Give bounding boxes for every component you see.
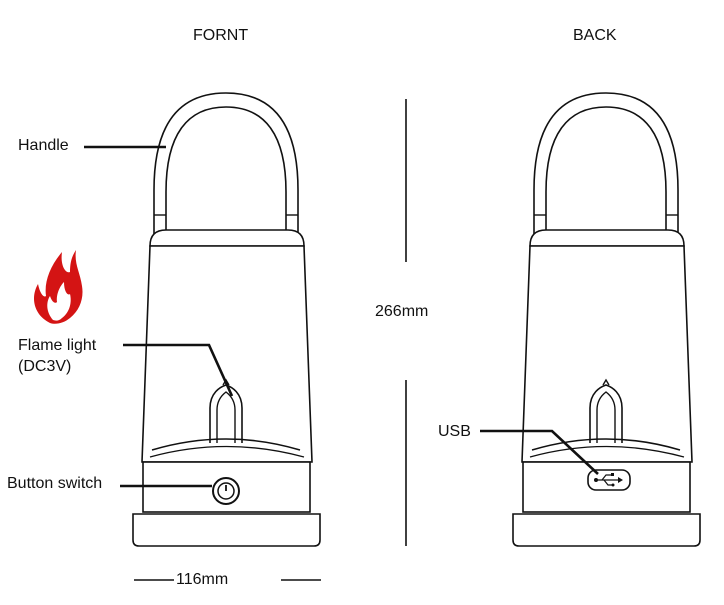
usb-label: USB [438, 423, 471, 440]
flame-leader [123, 343, 234, 397]
height-dimension: 266mm [375, 303, 429, 320]
back-view-title: BACK [573, 27, 617, 44]
usb-leader [480, 429, 599, 475]
front-view-title: FORNT [193, 27, 249, 44]
flame-voltage-label: (DC3V) [18, 358, 72, 375]
power-icon [212, 477, 240, 505]
handle-label: Handle [18, 137, 69, 154]
width-dimension: 116mm [176, 571, 229, 588]
button-switch-label: Button switch [7, 475, 103, 492]
flame-icon [34, 250, 83, 324]
usb-icon [587, 469, 631, 491]
flame-light-label: Flame light [18, 337, 97, 354]
